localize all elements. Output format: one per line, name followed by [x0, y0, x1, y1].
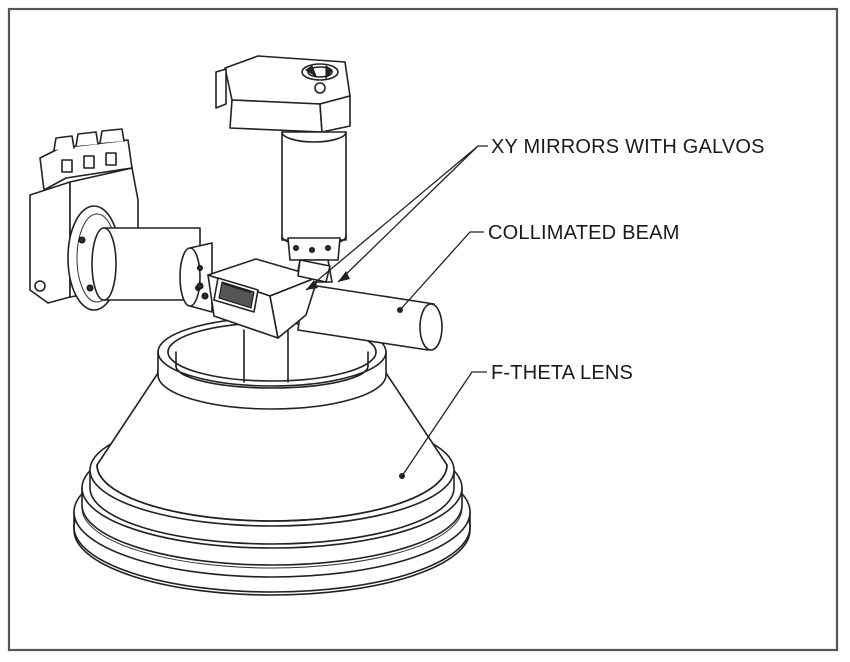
- label-collimated-beam: COLLIMATED BEAM: [488, 222, 680, 244]
- callout-leaders: [305, 145, 488, 479]
- f-theta-lens: [73, 317, 471, 596]
- mirror-housing: [196, 258, 331, 339]
- label-xy-mirrors: XY MIRRORS WITH GALVOS: [491, 136, 765, 158]
- label-f-theta-lens: F-THETA LENS: [491, 362, 633, 384]
- collimated-beam-tube: [297, 283, 443, 351]
- left-galvo-motor: [29, 128, 213, 313]
- diagram-frame: [7, 7, 839, 652]
- top-galvo-motor: [215, 55, 351, 283]
